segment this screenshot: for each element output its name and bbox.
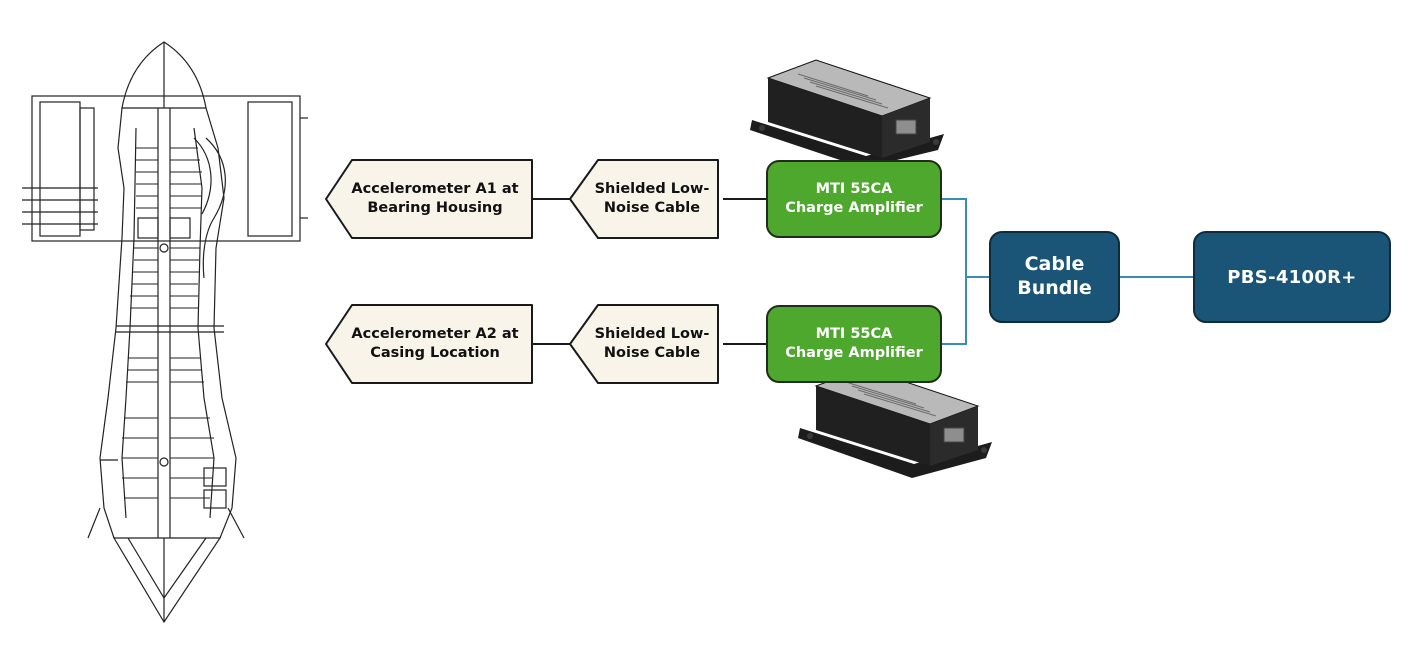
charge-amplifier-1-box: MTI 55CA Charge Amplifier: [766, 160, 942, 238]
connector-amp1-bundle: [942, 198, 989, 278]
cable-2-shape: [569, 304, 719, 384]
cable-1-label: Shielded Low- Noise Cable: [594, 180, 710, 216]
accelerometer-a2-label: Accelerometer A2 at Casing Location: [351, 325, 519, 361]
accelerometer-a1-shape: [325, 159, 533, 239]
charge-amplifier-device-icon-bottom: [798, 367, 992, 478]
turbine-engine-illustration: [22, 41, 308, 624]
pbs-4100r-plus-box: PBS-4100R+: [1193, 231, 1391, 323]
connector-amp2-bundle: [942, 277, 967, 345]
charge-amplifier-device-icon-top: [750, 59, 944, 168]
cable-2-label: Shielded Low- Noise Cable: [594, 325, 710, 361]
cable-bundle-box: Cable Bundle: [989, 231, 1120, 323]
accelerometer-a2-shape: [325, 304, 533, 384]
cable-1-shape: [569, 159, 719, 239]
accelerometer-a1-label: Accelerometer A1 at Bearing Housing: [351, 180, 519, 216]
charge-amplifier-2-box: MTI 55CA Charge Amplifier: [766, 305, 942, 383]
